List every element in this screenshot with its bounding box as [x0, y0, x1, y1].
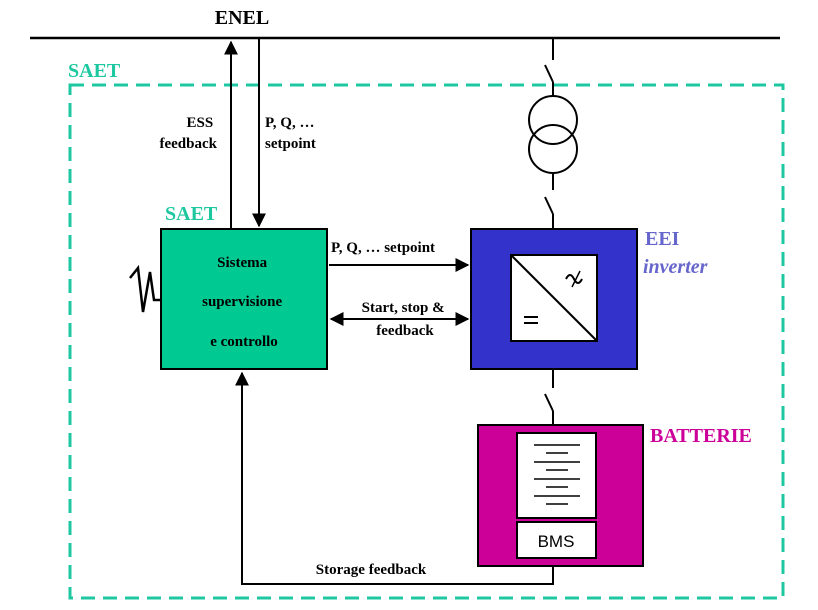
switch-1 [544, 64, 554, 83]
transformer-coil-top [528, 95, 578, 145]
inverter-diagonal [510, 254, 598, 342]
ac-wave-slash [571, 270, 581, 288]
start-stop-label: Start, stop & feedback [362, 300, 449, 339]
supervision-box [160, 228, 328, 370]
storage-feedback-path [235, 371, 554, 585]
storage-feedback-label: Storage feedback [316, 562, 427, 578]
battery-cells-icon [534, 444, 580, 505]
saet-inner-label: SAET [165, 203, 218, 225]
ess-feedback-label: ESS feedback [160, 115, 218, 152]
transformer-coil-bottom [528, 124, 578, 174]
bms-label: BMS [538, 532, 575, 551]
supervision-box-label: Sistema supervisione e controllo [202, 255, 286, 350]
saet-outer-label: SAET [68, 60, 121, 82]
ac-wave-icon [565, 274, 583, 284]
switch-2 [544, 196, 554, 215]
pq-setpoint-label: P, Q, … setpoint [265, 115, 318, 152]
zigzag-wire [129, 264, 161, 313]
switch-3 [544, 393, 554, 412]
eei-label: EEI [645, 228, 680, 250]
inverter-label: inverter [643, 256, 708, 278]
grid-label: ENEL [215, 7, 269, 29]
pq-setpoint-horizontal-label: P, Q, … setpoint [331, 240, 435, 256]
batterie-label: BATTERIE [650, 425, 752, 447]
bms-box [516, 521, 597, 559]
saet-boundary [68, 83, 785, 600]
